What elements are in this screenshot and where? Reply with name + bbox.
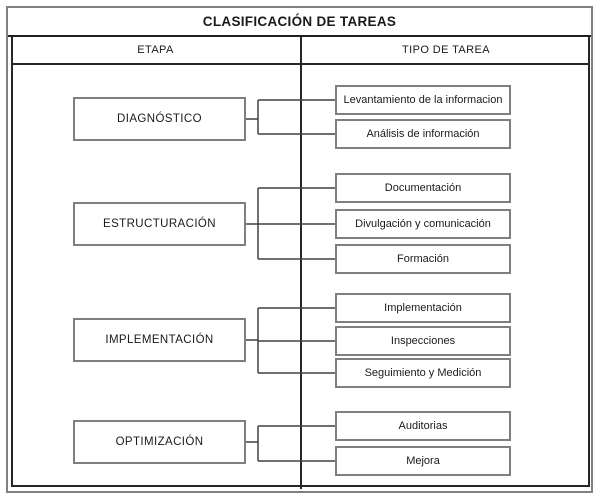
task-box-seguimiento: Seguimiento y Medición bbox=[335, 358, 511, 388]
stage-box-estructuracion: ESTRUCTURACIÓN bbox=[73, 202, 246, 246]
task-box-levantamiento: Levantamiento de la informacion bbox=[335, 85, 511, 115]
task-box-inspecciones: Inspecciones bbox=[335, 326, 511, 356]
column-header-etapa: ETAPA bbox=[137, 44, 174, 56]
task-box-divulgacion: Divulgación y comunicación bbox=[335, 209, 511, 239]
task-box-implementacion: Implementación bbox=[335, 293, 511, 323]
task-box-documentacion: Documentación bbox=[335, 173, 511, 203]
task-box-auditorias: Auditorias bbox=[335, 411, 511, 441]
stage-box-implementacion: IMPLEMENTACIÓN bbox=[73, 318, 246, 362]
header-divider bbox=[11, 63, 590, 65]
page-title: CLASIFICACIÓN DE TAREAS bbox=[8, 8, 591, 37]
task-box-formacion: Formación bbox=[335, 244, 511, 274]
stage-box-diagnostico: DIAGNÓSTICO bbox=[73, 97, 246, 141]
stage-box-optimizacion: OPTIMIZACIÓN bbox=[73, 420, 246, 464]
column-header-tipo-de-tarea: TIPO DE TAREA bbox=[402, 44, 490, 56]
task-box-mejora: Mejora bbox=[335, 446, 511, 476]
task-box-analisis: Análisis de información bbox=[335, 119, 511, 149]
column-divider bbox=[300, 37, 302, 489]
